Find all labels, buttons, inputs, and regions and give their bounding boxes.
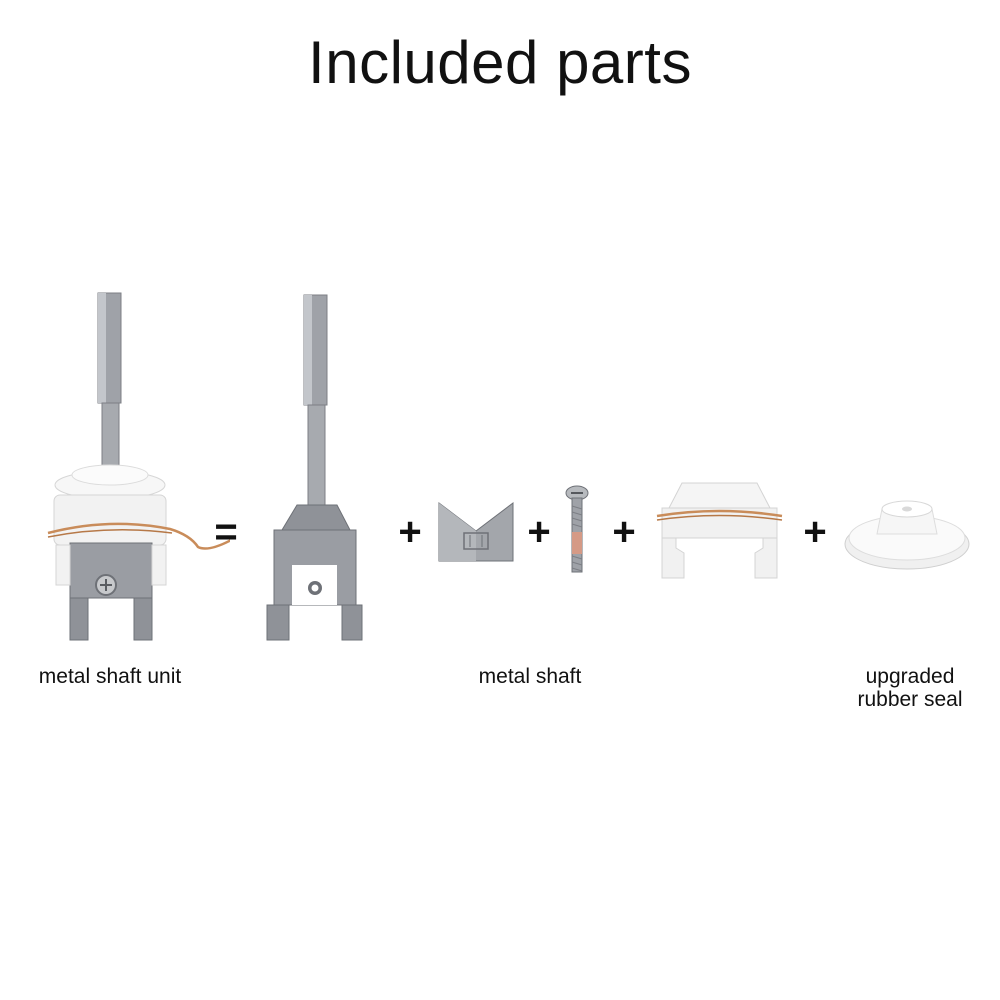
rubber-seal-icon bbox=[844, 500, 970, 570]
plus-sign-2: + bbox=[527, 510, 551, 554]
page-title: Included parts bbox=[308, 29, 692, 96]
metal-shaft-unit-icon bbox=[47, 292, 230, 641]
screw-icon bbox=[565, 485, 589, 573]
plus-sign-3: + bbox=[612, 510, 636, 554]
label-metal-shaft-unit: metal shaft unit bbox=[38, 665, 182, 688]
plus-sign-1: + bbox=[398, 510, 422, 554]
label-seal-line-2: rubber seal bbox=[857, 688, 963, 711]
v-bracket-icon bbox=[438, 501, 514, 562]
metal-shaft-icon bbox=[266, 294, 363, 641]
plus-sign-4: + bbox=[803, 510, 827, 554]
label-seal-line-1: upgraded bbox=[865, 665, 955, 688]
equals-sign: = bbox=[214, 510, 238, 554]
plastic-clip-with-spring-icon bbox=[656, 482, 783, 579]
label-upgraded-rubber-seal: upgraded rubber seal bbox=[830, 665, 990, 711]
label-metal-shaft: metal shaft bbox=[478, 665, 582, 688]
